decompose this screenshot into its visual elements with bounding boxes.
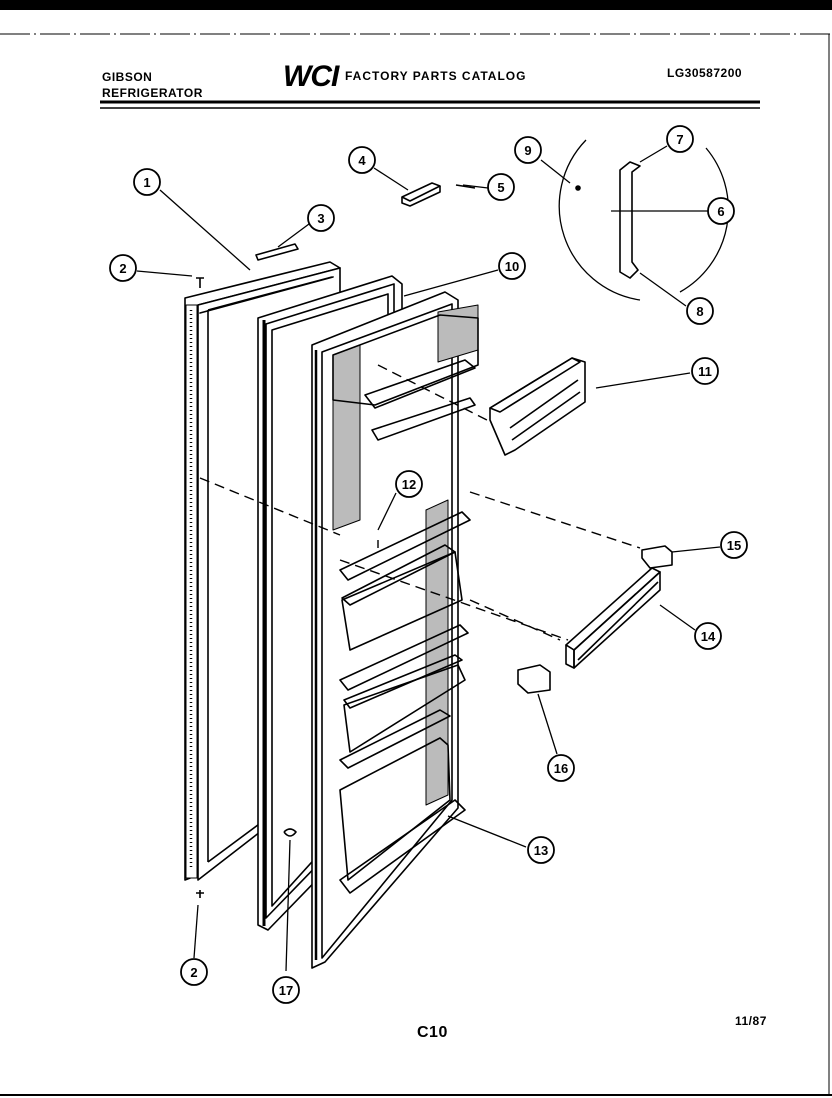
callout-17: 17 [272,976,300,1004]
callout-1: 1 [133,168,161,196]
page-code: C10 [417,1024,448,1041]
dairy-door-bracket [489,357,586,456]
catalog-title: FACTORY PARTS CATALOG [345,69,527,83]
svg-text:14: 14 [701,629,716,644]
callout-11: 11 [691,357,719,385]
callout-4: 4 [348,146,376,174]
svg-text:7: 7 [676,132,683,147]
alignment-lines [199,364,641,641]
leader-lines [136,145,721,972]
callout-8: 8 [686,297,714,325]
hinge-cap [401,182,441,207]
model-code: LG30587200 [667,66,743,80]
callout-5: 5 [487,173,515,201]
callout-12: 12 [395,470,423,498]
svg-text:4: 4 [358,153,366,168]
brand-line-2: REFRIGERATOR [102,86,203,100]
callout-15: 15 [720,531,748,559]
svg-text:11: 11 [698,364,712,379]
shelf-bar [565,567,661,669]
svg-text:5: 5 [497,180,504,195]
svg-text:15: 15 [727,538,741,553]
svg-text:16: 16 [554,761,568,776]
callout-markers: 1 2 3 4 5 7 6 8 9 10 11 12 15 14 16 13 2… [109,125,748,1004]
svg-text:13: 13 [534,843,548,858]
svg-text:10: 10 [505,259,519,274]
door-stop-clip [283,828,297,837]
callout-2-top: 2 [109,254,137,282]
door-handle [575,161,641,279]
callout-16: 16 [547,754,575,782]
brand-line-1: GIBSON [102,70,153,84]
callout-3: 3 [307,204,335,232]
top-trim-strip [255,243,299,261]
hinge-screw [455,184,476,189]
svg-text:2: 2 [190,965,197,980]
screw-top [196,277,204,288]
callout-2-bottom: 2 [180,958,208,986]
callout-6: 6 [707,197,735,225]
top-border [0,0,832,10]
svg-text:17: 17 [279,983,293,998]
svg-text:1: 1 [143,175,150,190]
callout-9: 9 [514,136,542,164]
date-stamp: 11/87 [735,1014,767,1028]
svg-text:3: 3 [317,211,324,226]
callout-13: 13 [527,836,555,864]
detail-circle [558,139,729,301]
svg-text:9: 9 [524,143,531,158]
inner-door-liner [311,291,479,969]
svg-text:12: 12 [402,477,416,492]
screw-bottom [196,890,204,898]
svg-text:8: 8 [696,304,703,319]
shelf-bar-end-cap-left [517,664,551,694]
callout-10: 10 [498,252,526,280]
wci-logo: WCI [283,60,339,93]
svg-text:2: 2 [119,261,126,276]
callout-7: 7 [666,125,694,153]
shelf-bar-end-cap-right [641,545,673,569]
callout-14: 14 [694,622,722,650]
svg-text:6: 6 [717,204,724,219]
